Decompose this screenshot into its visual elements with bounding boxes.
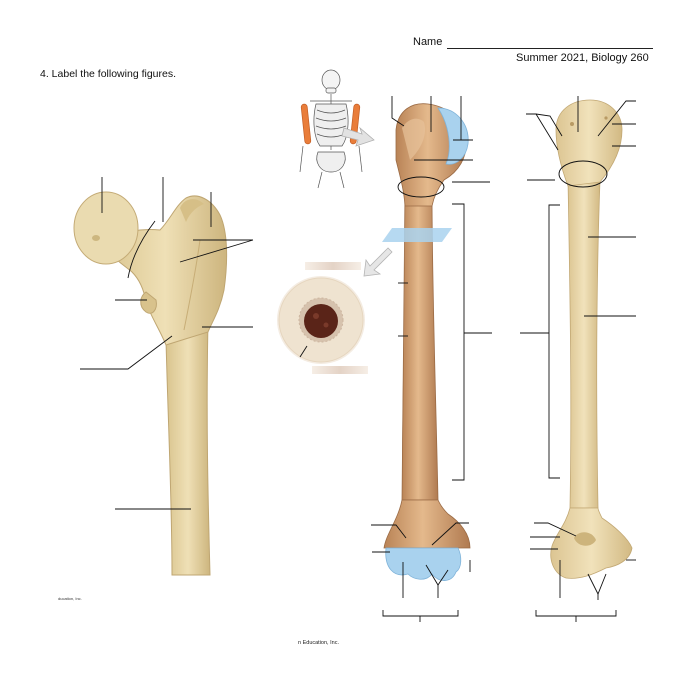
instruction-text: 4. Label the following figures.	[40, 68, 177, 80]
cross-section-figure	[277, 247, 393, 374]
humerus-anterior-tubercle	[402, 118, 426, 160]
cross-section-marrow-cavity	[304, 304, 338, 338]
femur-leader-lines	[80, 177, 254, 510]
pointer-arrow-icon	[341, 126, 375, 147]
skeleton-jaw	[325, 87, 337, 94]
credit-left: ducation, Inc.	[58, 596, 82, 601]
femur-greater-trochanter	[180, 199, 204, 222]
humerus-anterior-figure	[371, 96, 492, 622]
course-term: Summer 2021, Biology 260	[516, 52, 649, 64]
skeleton-ribcage	[313, 103, 349, 147]
cross-section-leader	[299, 345, 308, 358]
femur-fovea	[92, 235, 100, 241]
humerus-posterior-shaft	[567, 179, 601, 509]
humerus-posterior-figure	[520, 96, 636, 622]
cross-section-strip-bottom	[312, 366, 368, 374]
humerus-posterior-olecranon-fossa	[574, 532, 596, 546]
cross-section-strip-top	[305, 262, 361, 270]
skeleton-skull	[321, 69, 341, 91]
name-label: Name	[413, 36, 443, 48]
humerus-anterior-leader-lines	[371, 96, 492, 622]
humerus-section-plane	[382, 228, 452, 242]
humerus-posterior-leader-lines	[520, 96, 636, 622]
femur-intertrochanteric-line	[183, 239, 201, 331]
credit-bottom: n Education, Inc.	[298, 640, 339, 646]
femur-shaft	[165, 319, 211, 576]
humerus-anterior-distal	[383, 499, 471, 549]
femur-lesser-trochanter	[140, 291, 157, 314]
humerus-posterior-proximal	[555, 99, 623, 187]
femur-head	[73, 191, 139, 265]
skeleton-thumbnail	[299, 69, 363, 189]
cross-section-arrow-icon	[363, 247, 393, 277]
name-blank-line[interactable]	[447, 48, 653, 49]
skeleton-humerus-right	[300, 103, 312, 145]
humerus-anterior-distal-cartilage	[385, 547, 462, 581]
skeleton-pelvis	[316, 151, 346, 173]
femur-figure	[73, 177, 254, 576]
